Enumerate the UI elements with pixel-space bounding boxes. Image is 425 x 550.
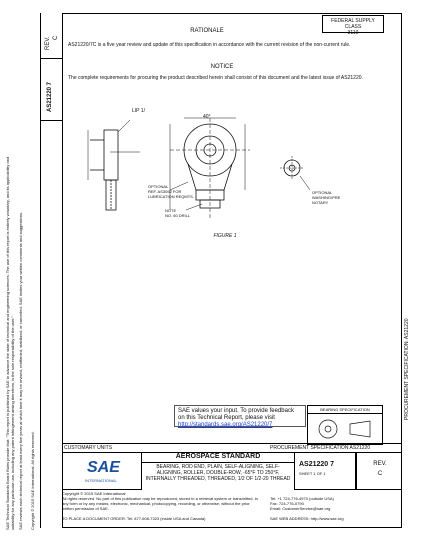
feedback-link[interactable]: http://standards.sae.org/AS21220/7 — [178, 422, 273, 428]
footer-rev-label: REV. — [373, 461, 387, 467]
figure-caption: FIGURE 1 — [213, 233, 237, 239]
washing-label: OPTIONAL WASHING/PRE NOTARY — [312, 190, 341, 205]
part-box-label: BEARING SPECIFICATION — [308, 406, 382, 414]
rev-divider — [40, 58, 62, 59]
doc-number: AS21220 7 — [299, 461, 335, 468]
contact-2: Tel: +1 724-776-4970 (outside USA) — [270, 496, 334, 501]
doc-number-vertical: AS21220 7 — [47, 81, 53, 112]
lip-label: LIP 1/ — [132, 108, 145, 114]
part-sketch — [318, 419, 371, 439]
feedback-text: SAE values your input. To provide feedba… — [178, 408, 294, 421]
fsc-box: FEDERAL SUPPLY CLASS 3110 — [322, 15, 384, 36]
part-box: BEARING SPECIFICATION — [307, 405, 383, 445]
docno-box: AS21220 7 SHEET 1 OF 1 — [294, 452, 356, 490]
copyright: Copyright © 2015 SAE International — [62, 491, 126, 496]
rationale-text: AS21220/7C is a five year review and upd… — [68, 42, 351, 48]
rev-label: REV. — [45, 36, 51, 50]
standard-title: AEROSPACE STANDARD — [175, 453, 261, 460]
docno-divider — [40, 120, 62, 121]
right-procurement-text: PROCUREMENT SPECIFICATION: AS21220 — [404, 318, 410, 420]
sheet: SHEET 1 OF 1 — [299, 471, 326, 476]
standard-desc: BEARING, ROD END, PLAIN, SELF-ALIGNING, … — [145, 464, 291, 482]
sae-logo-sub: INTERNATIONAL — [85, 478, 117, 483]
notice-title: NOTICE — [210, 64, 234, 70]
title-underline — [142, 462, 294, 463]
footer-top-line — [62, 443, 402, 444]
angle-label: 40° — [203, 114, 211, 120]
figure-drawing — [87, 117, 311, 220]
legal-text: SAE Technical Standards Board Rules prov… — [5, 156, 15, 530]
sae-logo-box: SAE INTERNATIONAL — [62, 452, 142, 490]
rev-value: C — [53, 35, 59, 40]
notice-text: The complete requirements for procuring … — [68, 75, 363, 81]
rationale-title: RATIONALE — [190, 28, 224, 34]
feedback-box: SAE values your input. To provide feedba… — [174, 405, 306, 428]
contact-5: SAE WEB ADDRESS: http://www.sae.org — [270, 516, 344, 521]
contact-3: Fax: 724-776-0790 — [270, 501, 304, 506]
customary-units: CUSTOMARY UNITS — [64, 445, 113, 451]
legal-text-3: Copyright © 2015 SAE International. All … — [30, 431, 35, 530]
drawing-frame — [62, 13, 402, 528]
title-column-divider — [40, 13, 41, 528]
procurement-spec: PROCUREMENT SPECIFICATION AS21220 — [270, 445, 371, 451]
footer-rev: C — [377, 471, 383, 477]
drill-label: NOTE NO. 60 DRILL — [165, 208, 191, 218]
legal-text-2: SAE reviews each technical report at lea… — [18, 211, 23, 530]
smallprint: All rights reserved. No part of this pub… — [62, 496, 258, 511]
sae-logo: SAE — [87, 459, 120, 476]
footer-line-2 — [62, 452, 402, 453]
contact-4: Email: CustomerService@sae.org — [270, 506, 331, 511]
grease-label: OPTIONAL REF. AS3052 FOR LUBRICATION REQ… — [148, 184, 194, 199]
contact-1: TO PLACE A DOCUMENT ORDER: Tel: 877-606-… — [62, 516, 206, 521]
footer-rev-box: REV. C — [356, 452, 402, 490]
